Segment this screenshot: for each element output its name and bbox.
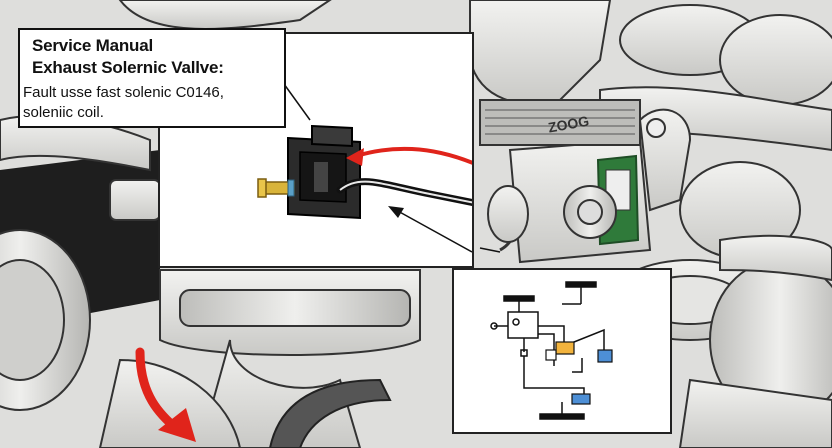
solenoid-connector-icon bbox=[287, 124, 361, 220]
callout-title-line-1: Service Manual bbox=[32, 36, 153, 55]
callout-title-line-2: Exhaust Solernic Vallve: bbox=[32, 58, 224, 77]
service-manual-callout: Service Manual Exhaust Solernic Vallve: … bbox=[18, 28, 286, 128]
blue-connector-2 bbox=[571, 393, 591, 405]
brass-fitting-icon bbox=[257, 178, 295, 198]
wiring-diagram-inset bbox=[452, 268, 672, 434]
yellow-connector bbox=[555, 341, 575, 355]
module-label: ZOOG bbox=[547, 113, 590, 136]
black-leader-arrow-icon bbox=[388, 206, 472, 253]
callout-body-line-2: soleniic coil. bbox=[23, 104, 104, 121]
blue-connector-1 bbox=[597, 349, 613, 363]
callout-body-line-1: Fault usse fast solenic C0146, bbox=[23, 84, 224, 101]
callout-leader bbox=[283, 83, 311, 121]
